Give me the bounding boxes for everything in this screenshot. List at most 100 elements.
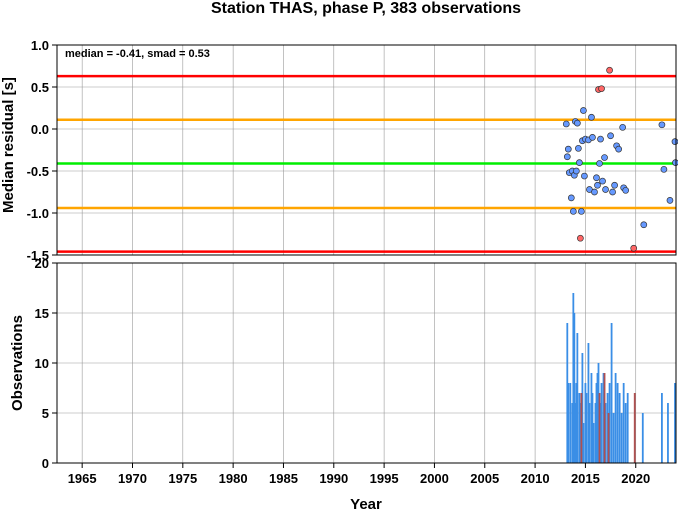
observations-bar	[569, 383, 572, 463]
observations-bar	[566, 323, 569, 463]
observations-bar	[624, 403, 627, 463]
observations-bar	[572, 293, 575, 463]
observations-bar	[641, 413, 644, 463]
residual-point	[606, 66, 613, 74]
residual-point	[615, 145, 622, 153]
x-tick-label: 1985	[269, 471, 298, 486]
observations-bar	[610, 323, 613, 463]
observations-bar	[573, 313, 576, 463]
residual-point	[666, 197, 674, 204]
observations-bar	[604, 403, 607, 463]
x-tick-label: 1995	[370, 471, 399, 486]
observations-bar	[578, 393, 581, 463]
observations-bar	[599, 403, 602, 463]
x-tick-label: 1965	[68, 471, 97, 486]
residual-point	[640, 221, 648, 229]
residual-y-tick-label: 1.0	[31, 38, 49, 53]
residual-point	[588, 113, 595, 121]
residual-point	[573, 167, 580, 175]
residual-point	[562, 120, 570, 128]
x-tick-label: 1975	[168, 471, 197, 486]
residual-point	[598, 85, 605, 93]
observations-y-tick-label: 20	[35, 256, 49, 271]
residual-y-tick-label: 0.0	[31, 122, 49, 137]
residual-point	[564, 145, 572, 153]
observations-plot-frame	[56, 262, 677, 464]
residual-point	[581, 172, 588, 180]
residual-point	[658, 121, 666, 129]
observations-bar	[597, 363, 600, 463]
observations-bar	[606, 393, 609, 463]
residual-point	[671, 138, 678, 145]
observations-bar	[574, 403, 577, 463]
residual-point	[660, 165, 668, 173]
residual-point	[567, 194, 575, 202]
residual-point	[575, 144, 582, 152]
observations-y-tick-label: 10	[35, 356, 49, 371]
observations-bar	[579, 403, 582, 463]
observations-bar	[607, 413, 610, 463]
residual-point	[672, 159, 678, 166]
residual-point	[597, 135, 604, 143]
residual-point	[622, 186, 630, 194]
observations-y-tick-label: 0	[42, 456, 49, 471]
observations-bar	[622, 383, 625, 463]
residual-point	[630, 244, 638, 252]
residual-point	[589, 134, 596, 141]
x-tick-label: 2020	[621, 471, 650, 486]
residual-plot-frame	[56, 44, 677, 256]
observations-bar	[592, 423, 595, 463]
x-tick-label: 2005	[470, 471, 499, 486]
observations-bar	[602, 373, 605, 463]
residual-y-tick-label: -1.0	[27, 206, 49, 221]
x-tick-label: 1980	[219, 471, 248, 486]
observations-bar	[587, 343, 590, 463]
residual-plot-area	[57, 45, 676, 255]
residual-y-tick-label: 0.5	[31, 80, 49, 95]
observations-bar	[618, 393, 621, 463]
residual-point	[577, 234, 584, 242]
observations-bar	[576, 333, 579, 463]
residual-point	[563, 153, 571, 161]
x-tick-label: 2010	[521, 471, 550, 486]
residual-point	[591, 188, 598, 196]
observations-bar	[612, 413, 615, 463]
observations-bar	[575, 383, 578, 463]
residual-point	[607, 132, 614, 140]
observations-bar	[608, 383, 611, 463]
observations-bar	[600, 383, 603, 463]
residual-point	[580, 107, 587, 114]
residual-panel: 1.00.50.0-0.5-1.0-1.5	[27, 38, 678, 263]
observations-bar	[667, 403, 669, 463]
observations-bar	[591, 393, 594, 463]
residual-point	[569, 207, 577, 215]
observations-y-tick-label: 5	[42, 406, 49, 421]
observations-bar	[582, 423, 585, 463]
observations-bar	[633, 393, 636, 463]
x-tick-label: 1990	[319, 471, 348, 486]
observations-bar	[620, 413, 623, 463]
observations-bar	[614, 373, 617, 463]
residual-point	[576, 159, 583, 166]
residual-annotation: median = -0.41, smad = 0.53	[65, 48, 210, 60]
observations-bar	[598, 393, 601, 463]
observations-bar	[567, 383, 570, 463]
residual-point	[602, 186, 609, 193]
observations-bar	[584, 383, 587, 463]
observations-bar	[581, 353, 584, 463]
observations-bar	[595, 383, 598, 463]
residual-point	[574, 119, 581, 127]
observations-bar	[580, 393, 583, 463]
x-axis-label: Year	[350, 496, 382, 511]
observations-bar	[594, 403, 597, 463]
observations-bar	[626, 393, 629, 463]
residual-point	[619, 123, 627, 131]
observations-bar	[596, 373, 599, 463]
residual-point	[599, 177, 606, 185]
residual-y-axis-label: Median residual [s]	[0, 77, 17, 213]
residual-point	[596, 160, 603, 167]
residual-y-tick-label: -0.5	[27, 164, 49, 179]
x-tick-label: 2015	[571, 471, 600, 486]
